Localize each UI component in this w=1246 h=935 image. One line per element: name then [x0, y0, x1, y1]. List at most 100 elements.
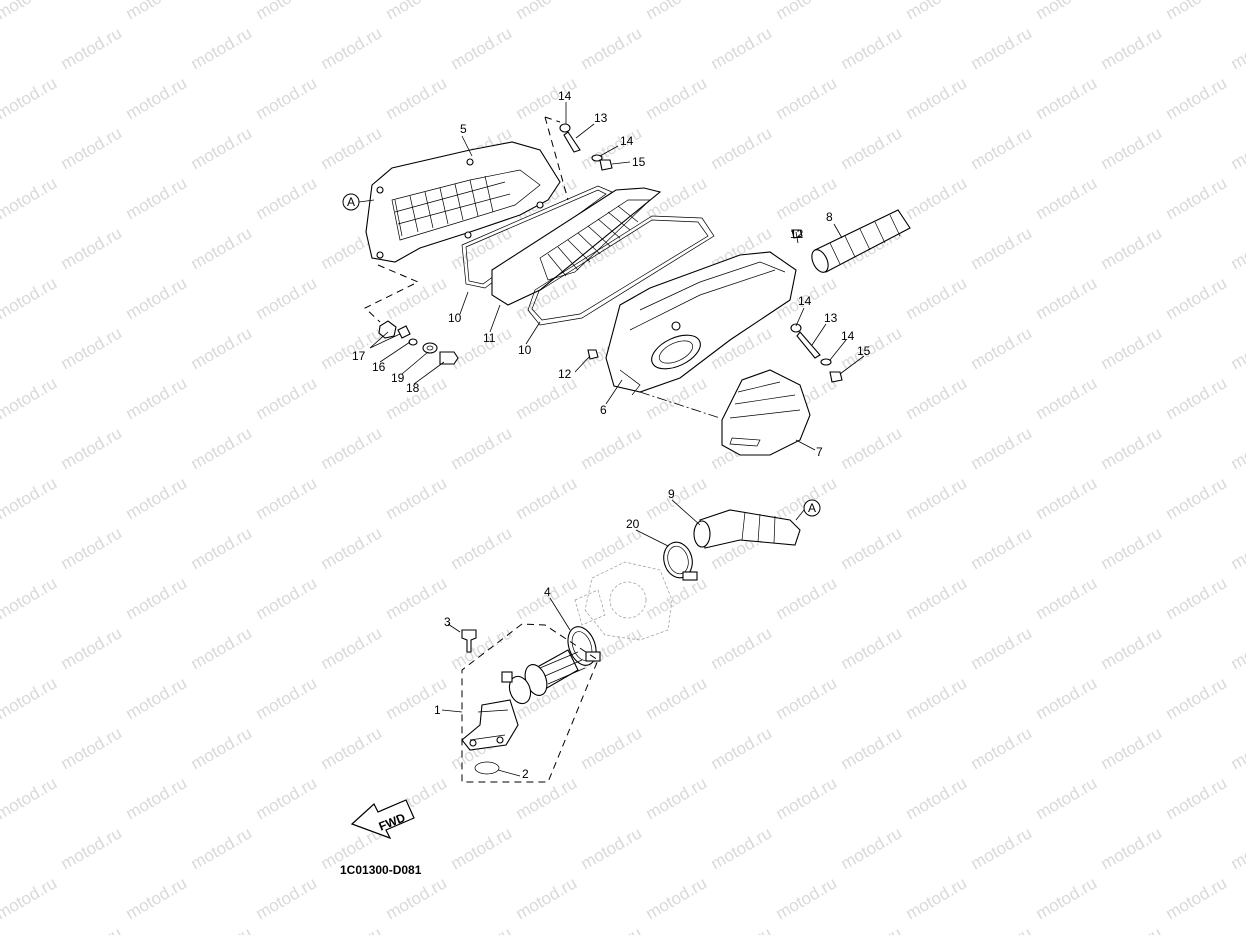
watermark-text: motod.ru: [968, 923, 1036, 935]
engine-outline: [574, 561, 673, 641]
callout-16: 16: [372, 360, 386, 374]
watermark-text: motod.ru: [903, 673, 971, 723]
watermark-text: motod.ru: [903, 73, 971, 123]
watermark-text: motod.ru: [318, 23, 386, 73]
watermark-text: motod.ru: [58, 923, 126, 935]
watermark-text: motod.ru: [1033, 873, 1101, 923]
watermark-text: motod.ru: [0, 873, 60, 923]
watermark-text: motod.ru: [773, 573, 841, 623]
watermark-text: motod.ru: [838, 423, 906, 473]
watermark-text: motod.ru: [448, 523, 516, 573]
watermark-text: motod.ru: [1033, 473, 1101, 523]
watermark-text: motod.ru: [318, 923, 386, 935]
watermark-text: motod.ru: [1163, 0, 1231, 23]
watermark-text: motod.ru: [838, 23, 906, 73]
watermark-text: motod.ru: [253, 773, 321, 823]
callout-2: 2: [522, 767, 529, 781]
fasteners-left: [378, 320, 459, 365]
watermark-text: motod.ru: [578, 723, 646, 773]
watermark-text: motod.ru: [1098, 723, 1166, 773]
callout-15-lower: 15: [857, 344, 871, 358]
watermark-text: motod.ru: [903, 0, 971, 23]
watermark-text: motod.ru: [1228, 723, 1246, 773]
watermark-text: motod.ru: [253, 873, 321, 923]
watermark-text: motod.ru: [123, 673, 191, 723]
watermark-text: motod.ru: [968, 723, 1036, 773]
watermark-text: motod.ru: [708, 723, 776, 773]
watermark-text: motod.ru: [1098, 923, 1166, 935]
watermark-text: motod.ru: [123, 773, 191, 823]
watermark-text: motod.ru: [1228, 923, 1246, 935]
watermark-text: motod.ru: [1163, 373, 1231, 423]
watermark-text: motod.ru: [1163, 773, 1231, 823]
watermark-text: motod.ru: [123, 473, 191, 523]
watermark-text: motod.ru: [188, 923, 256, 935]
watermark-text: motod.ru: [968, 523, 1036, 573]
callout-14-a: 14: [558, 89, 572, 103]
watermark-text: motod.ru: [0, 273, 60, 323]
connector-ref-lower: A: [795, 499, 821, 521]
watermark-text: motod.ru: [968, 323, 1036, 373]
watermark-text: motod.ru: [123, 573, 191, 623]
watermark-text: motod.ru: [58, 23, 126, 73]
watermark-text: motod.ru: [1033, 373, 1101, 423]
watermark-text: motod.ru: [903, 273, 971, 323]
callout-9: 9: [668, 487, 675, 501]
watermark-text: motod.ru: [578, 423, 646, 473]
gasket-10-right: [527, 215, 715, 326]
watermark-text: motod.ru: [0, 73, 60, 123]
watermark-text: motod.ru: [1098, 823, 1166, 873]
callout-6: 6: [600, 403, 607, 417]
connector-ref-label: A: [347, 195, 355, 209]
watermark-text: motod.ru: [318, 623, 386, 673]
connector-ref-label: A: [808, 501, 816, 515]
watermark-text: motod.ru: [383, 473, 451, 523]
watermark-text: motod.ru: [1098, 123, 1166, 173]
watermark-text: motod.ru: [253, 573, 321, 623]
watermark-text: motod.ru: [968, 823, 1036, 873]
watermark-text: motod.ru: [0, 673, 60, 723]
watermark-text: motod.ru: [448, 323, 516, 373]
watermark-text: motod.ru: [773, 673, 841, 723]
watermark-text: motod.ru: [643, 573, 711, 623]
watermark-text: motod.ru: [123, 873, 191, 923]
watermark-text: motod.ru: [1228, 623, 1246, 673]
watermark-text: motod.ru: [513, 873, 581, 923]
watermark-text: motod.ru: [188, 123, 256, 173]
diagram-code: 1C01300-D081: [340, 863, 422, 877]
watermark-text: motod.ru: [253, 273, 321, 323]
watermark-text: motod.ru: [1228, 423, 1246, 473]
watermark-text: motod.ru: [383, 573, 451, 623]
watermark-text: motod.ru: [0, 0, 60, 23]
callout-17: 17: [352, 349, 366, 363]
watermark-text: motod.ru: [968, 123, 1036, 173]
callout-12-lower: 12: [558, 367, 572, 381]
watermark-text: motod.ru: [448, 623, 516, 673]
watermark-text: motod.ru: [1228, 523, 1246, 573]
watermark-text: motod.ru: [1163, 273, 1231, 323]
watermark-text: motod.ru: [513, 473, 581, 523]
watermark-text: motod.ru: [448, 923, 516, 935]
callout-15-upper: 15: [632, 155, 646, 169]
air-cleaner-cap: [605, 251, 797, 396]
joint-9: [693, 509, 801, 549]
callout-5: 5: [460, 122, 467, 136]
watermark-text: motod.ru: [1033, 273, 1101, 323]
assembly-lines: [364, 116, 721, 783]
watermark-text: motod.ru: [1163, 173, 1231, 223]
cover: [721, 369, 811, 456]
watermark-text: motod.ru: [123, 0, 191, 23]
callout-7: 7: [816, 445, 823, 459]
watermark-text: motod.ru: [903, 373, 971, 423]
callout-14-b: 14: [620, 134, 634, 148]
watermark-text: motod.ru: [0, 473, 60, 523]
watermark-text: motod.ru: [253, 73, 321, 123]
watermark-text: motod.ru: [578, 923, 646, 935]
watermark-text: motod.ru: [1163, 473, 1231, 523]
watermark-text: motod.ru: [513, 0, 581, 23]
watermark-text: motod.ru: [448, 823, 516, 873]
watermark-text: motod.ru: [188, 623, 256, 673]
watermark-text: motod.ru: [1033, 73, 1101, 123]
watermark-text: motod.ru: [123, 73, 191, 123]
watermark-text: motod.ru: [1033, 573, 1101, 623]
